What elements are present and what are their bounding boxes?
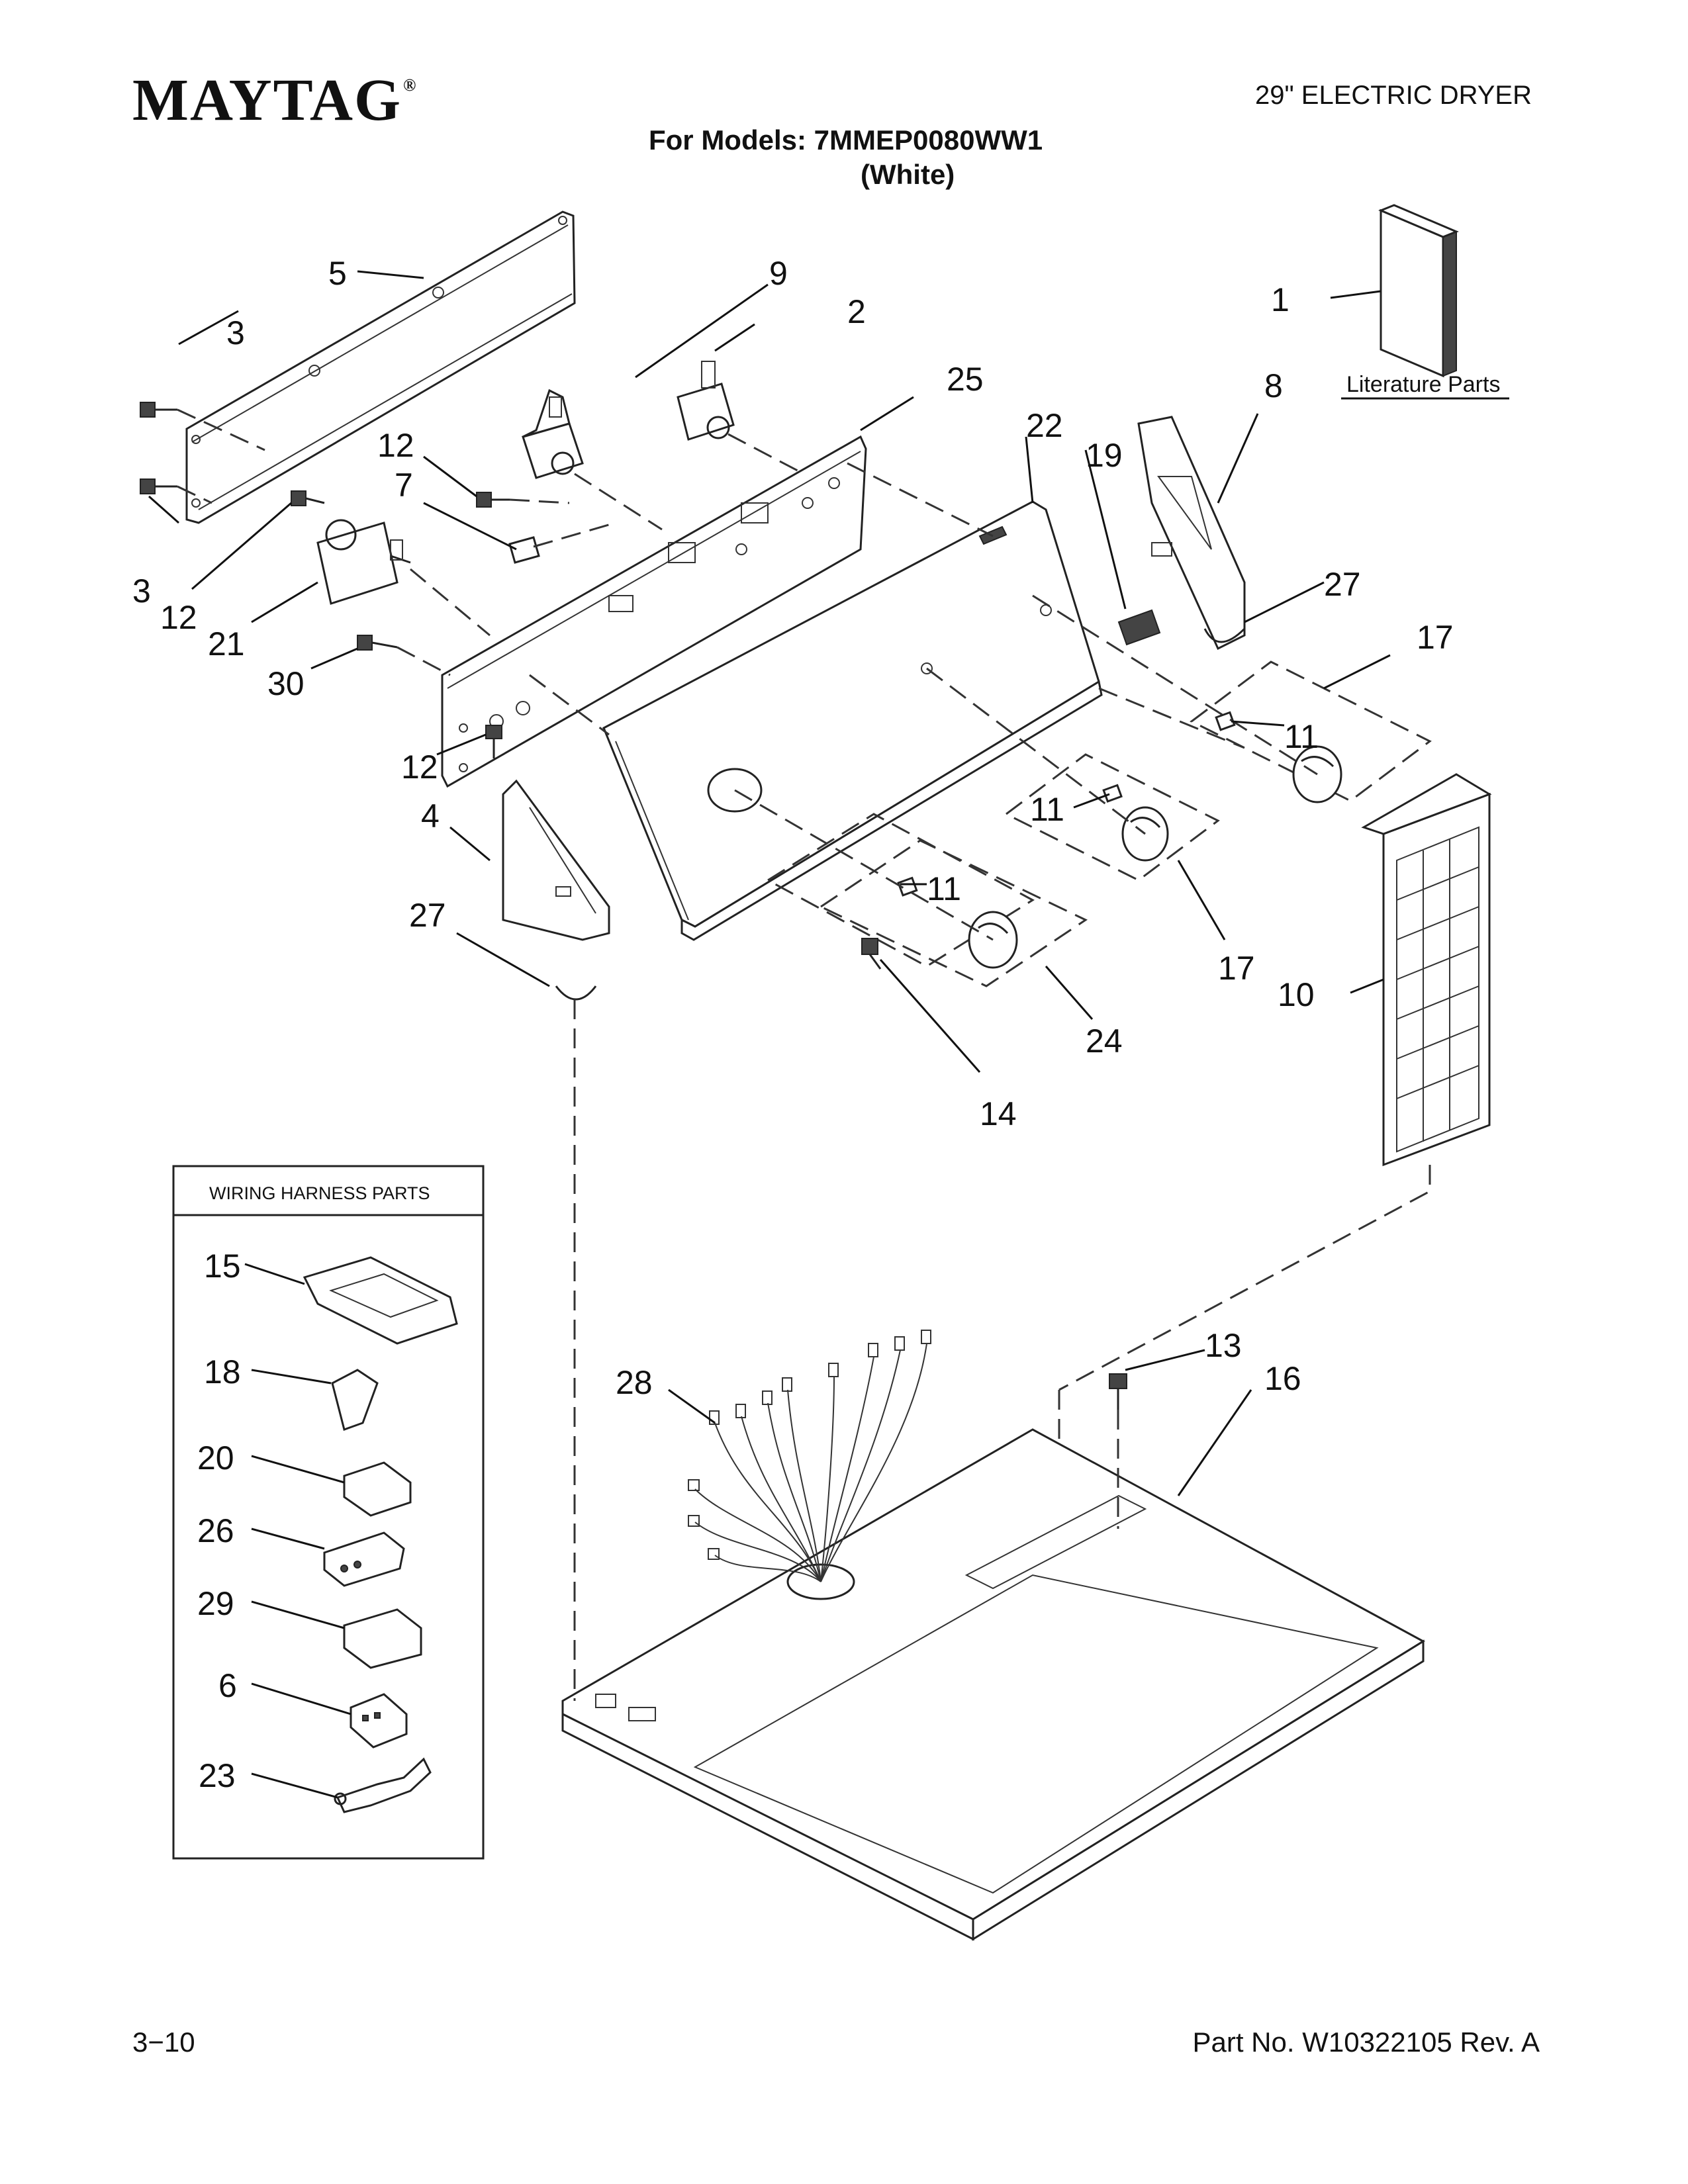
terminal-icon [334, 1757, 432, 1813]
color-line: (White) [861, 159, 955, 190]
switch-icon [522, 388, 584, 479]
connector-icon [350, 1693, 408, 1749]
callout-4: 4 [421, 797, 440, 835]
timer-icon [316, 519, 411, 605]
wiring-callout-6: 6 [218, 1667, 237, 1704]
lamp-clip [508, 536, 540, 564]
knob-kit-box-17-mid [1004, 753, 1220, 882]
callout-11-lower: 11 [927, 870, 961, 907]
callout-19: 19 [1086, 437, 1123, 474]
callout-17-mid: 17 [1218, 950, 1255, 987]
wiring-callout-29: 29 [197, 1585, 234, 1622]
callout-11-right: 11 [1284, 718, 1319, 755]
wiring-callout-20: 20 [197, 1439, 234, 1477]
document-type: 29" ELECTRIC DRYER [1254, 81, 1532, 110]
wiring-harness-box [172, 1165, 485, 1860]
screw-icon [476, 492, 510, 508]
callout-13: 13 [1205, 1327, 1242, 1364]
models-line: For Models: 7MMEP0080WW1 [649, 124, 1043, 156]
screw-icon [1109, 1373, 1127, 1410]
callout-27-left: 27 [409, 897, 446, 934]
wiring-callout-26: 26 [197, 1512, 234, 1549]
end-cap-left [502, 779, 610, 941]
screw-icon [861, 938, 882, 970]
callout-1: 1 [1271, 281, 1289, 318]
wiring-callout-18: 18 [204, 1353, 241, 1390]
clip-left [555, 985, 597, 1001]
callout-21: 21 [208, 625, 245, 662]
callout-27-right: 27 [1324, 566, 1361, 603]
knob-icon [1102, 784, 1169, 862]
callout-17-right: 17 [1417, 619, 1454, 656]
clip-right [1203, 627, 1246, 643]
knob-kit-box-24 [818, 839, 1088, 987]
literature-parts-label: Literature Parts [1346, 372, 1500, 397]
connector-icon [303, 1256, 458, 1345]
literature-booklet [1378, 204, 1459, 378]
callout-3-top: 3 [226, 314, 245, 351]
connector-icon [343, 1608, 422, 1669]
callout-5: 5 [328, 255, 347, 292]
connector-icon [343, 1461, 412, 1517]
callout-2: 2 [847, 293, 866, 330]
knob-outer-box [766, 813, 1035, 968]
callout-8: 8 [1264, 367, 1283, 404]
callout-24: 24 [1086, 1023, 1123, 1060]
connector-icon [323, 1531, 405, 1587]
page-number: 3−10 [132, 2026, 195, 2058]
knob-kit-box-17-right [1190, 660, 1432, 802]
leader-lines [148, 270, 1391, 1799]
callout-12-bottom: 12 [401, 749, 438, 786]
callout-11-mid: 11 [1030, 791, 1064, 828]
part-number: Part No. W10322105 Rev. A [1192, 2026, 1540, 2058]
callout-12-left: 12 [160, 599, 197, 636]
wire-harness-icon [688, 1330, 931, 1582]
callout-9: 9 [769, 255, 788, 292]
wiring-callout-15: 15 [204, 1248, 241, 1285]
callout-14: 14 [980, 1095, 1017, 1132]
brand-name: MAYTAG [132, 68, 402, 133]
callout-16: 16 [1264, 1360, 1301, 1397]
push-button [1117, 609, 1161, 646]
lint-screen-icon [1361, 773, 1492, 1167]
callout-12-top: 12 [377, 427, 414, 464]
callout-10: 10 [1278, 976, 1315, 1013]
callout-25: 25 [947, 361, 984, 398]
callout-7: 7 [395, 467, 413, 504]
screw-icon [357, 635, 398, 651]
connector-icon [331, 1369, 379, 1431]
screw-icon [140, 402, 177, 494]
callout-22: 22 [1026, 407, 1063, 444]
screw-icon [291, 490, 325, 506]
screw-icon [485, 725, 502, 758]
switch-icon [677, 361, 735, 441]
control-bracket [441, 435, 867, 788]
registered-mark: ® [403, 75, 418, 95]
brand-logo: MAYTAG® [132, 66, 417, 134]
callout-28: 28 [616, 1364, 653, 1401]
end-cap-right [1137, 416, 1246, 651]
rear-console-panel [185, 210, 576, 524]
wiring-box-title: WIRING HARNESS PARTS [209, 1183, 430, 1203]
wiring-callout-23: 23 [199, 1757, 236, 1794]
callout-30: 30 [267, 665, 305, 702]
dryer-top-panel [561, 1428, 1425, 1941]
callout-3-bottom: 3 [132, 572, 151, 610]
